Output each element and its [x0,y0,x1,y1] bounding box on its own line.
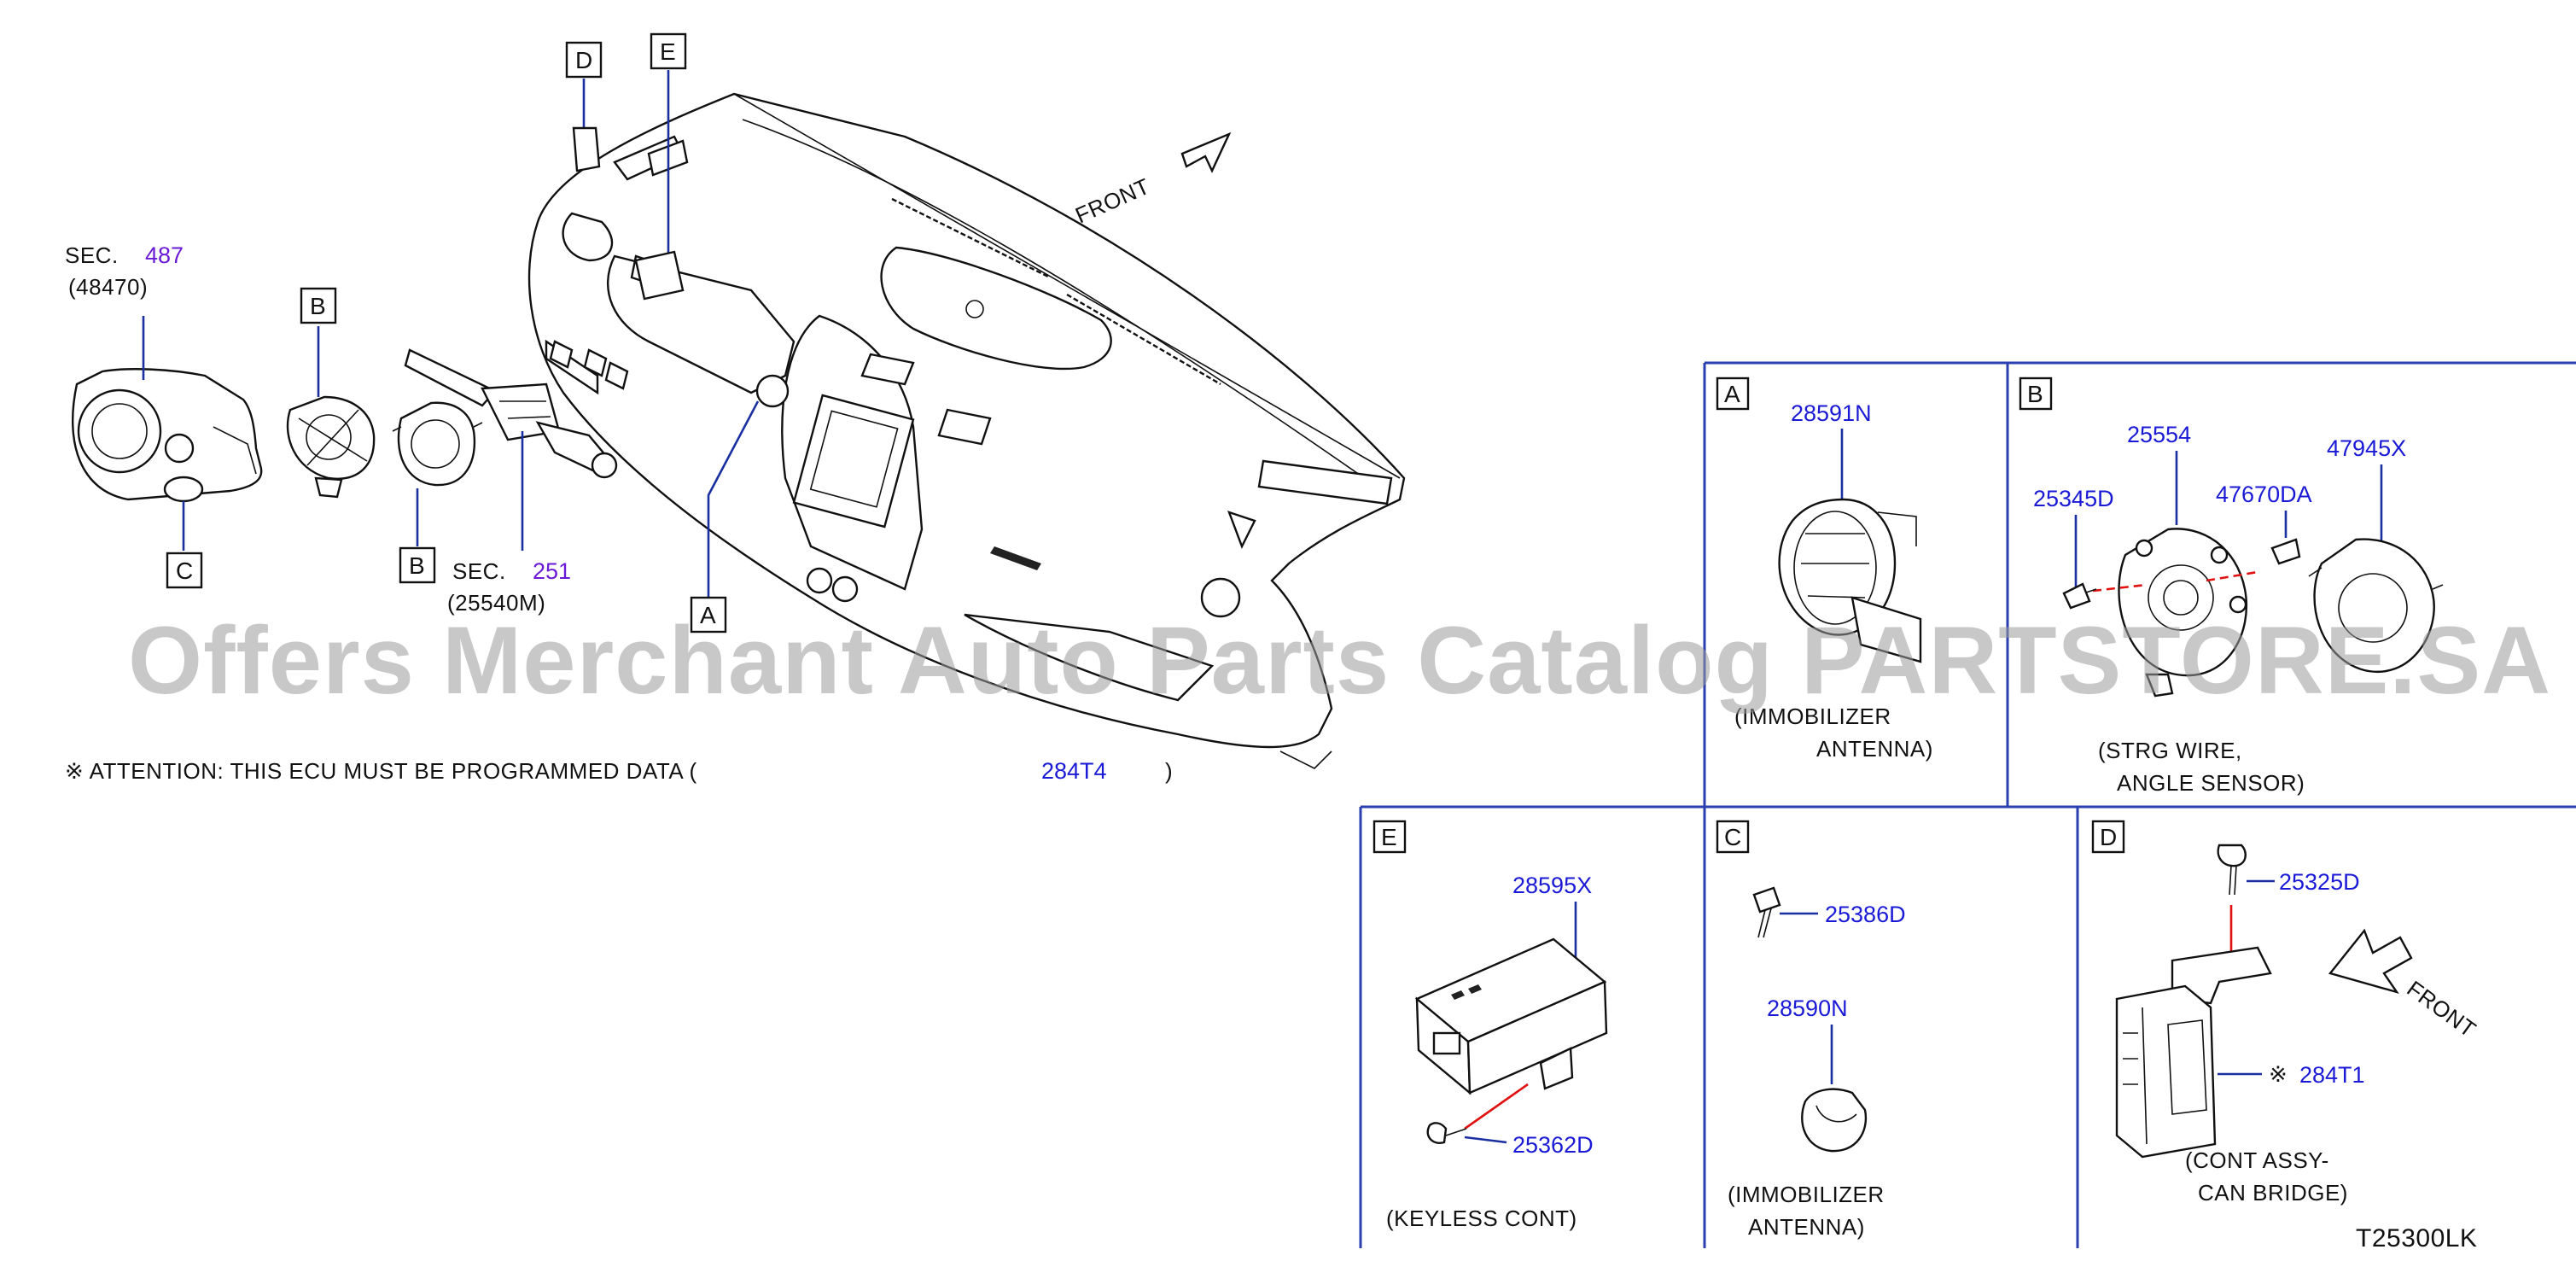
part-284t1-mark: ※ [2269,1061,2288,1087]
panel-a-letter-box [1716,377,1750,411]
part-28591n[interactable]: 28591N [1791,400,1872,426]
part-25345d[interactable]: 25345D [2033,486,2114,511]
panel-e: E 28595X 25362D (KEYLESS CONT) [1373,820,1608,1231]
panel-b: B 25554 25345D 47670DA 47945X [2019,377,2444,796]
part-47670da[interactable]: 47670DA [2216,482,2312,507]
panel-grid [1359,361,2576,1248]
panel-d-caption-1: (CONT ASSY- [2185,1147,2329,1173]
sec487-link[interactable]: 487 [145,242,184,268]
can-bridge-illustration [2115,946,2272,1159]
leader-callout-a [707,400,760,598]
callout-e-box [650,32,687,70]
panel-c: C 25386D 28590N (IMMOBILIZER ANTENNA) [1716,820,1906,1240]
front-arrow-icon [1180,131,1232,173]
panel-c-caption-1: (IMMOBILIZER [1728,1182,1885,1207]
watermark: Offers Merchant Auto Parts Catalog PARTS… [128,607,2551,714]
panel-d-front-label: FRONT [2402,976,2480,1042]
panel-c-letter-box [1716,820,1750,854]
bolt-25386d-icon [1752,886,1781,938]
column-cover-illustration [71,368,263,503]
sec251-prefix: SEC. [452,558,506,584]
part-25554[interactable]: 25554 [2127,422,2191,447]
panel-d-caption-2: CAN BRIDGE) [2198,1180,2348,1206]
panel-c-letter: C [1724,824,1741,850]
callout-a[interactable]: A [700,602,716,628]
attention-text: ※ ATTENTION: THIS ECU MUST BE PROGRAMMED… [65,758,697,784]
part-25386d[interactable]: 25386D [1825,902,1906,927]
panel-c-caption-2: ANTENNA) [1748,1214,1865,1240]
screw-25325d-icon [2217,844,2247,896]
part-284t1[interactable]: 284T1 [2299,1062,2365,1088]
callout-a-box [690,596,727,634]
sec487-prefix: SEC. [65,242,119,268]
sec487-code: (48470) [68,274,148,300]
panel-a-letter: A [1724,381,1740,407]
angle-sensor-b-illustration [2308,538,2444,673]
panel-a: A 28591N (IMMOBILIZER ANTENNA) [1716,377,1933,762]
panel-a-caption-1: (IMMOBILIZER [1734,704,1891,729]
strg-wire-illustration [286,395,376,499]
leader-25362d [1464,1136,1507,1144]
sec251-code: (25540M) [447,590,545,616]
callout-b2[interactable]: B [409,552,425,579]
callout-b1[interactable]: B [310,293,326,319]
combination-switch-illustration [404,348,618,479]
panel-b-letter-box [2019,377,2053,411]
callout-d[interactable]: D [575,47,592,73]
panel-e-caption: (KEYLESS CONT) [1386,1206,1577,1231]
clip-47670da-icon [2270,538,2301,565]
front-label: FRONT [1071,173,1153,229]
keyless-cont-illustration [1414,937,1608,1130]
callout-c-box [166,552,203,589]
panel-b-caption-2: ANGLE SENSOR) [2117,770,2305,796]
immobilizer-antenna-a-illustration [1778,498,1922,663]
callout-d-box [565,41,603,79]
panel-b-letter: B [2027,381,2043,407]
panel-b-caption-1: (STRG WIRE, [2098,738,2242,763]
part-25362d[interactable]: 25362D [1512,1132,1594,1158]
can-bridge-small [572,126,601,172]
panel-e-letter: E [1381,824,1397,850]
callout-b1-box [300,287,337,324]
screw-25362d-icon [1426,1122,1467,1144]
instrument-panel-illustration [527,92,1406,769]
callout-e[interactable]: E [660,38,676,65]
attention-close: ) [1165,758,1173,784]
callout-c[interactable]: C [176,558,193,584]
main-assembly: SEC. 487 (48470) C B B [65,32,1406,784]
panel-d-letter-box [2091,820,2125,854]
callout-b2-box [399,546,436,584]
keyless-cont-small [634,250,685,301]
immobilizer-antenna-c-illustration [1801,1088,1868,1153]
panel-d-front-arrow-icon [2328,928,2413,995]
panel-d-letter: D [2100,824,2117,850]
angle-sensor-illustration [392,401,483,487]
part-28595x[interactable]: 28595X [1512,873,1592,898]
strg-wire-b-illustration [2092,528,2258,698]
part-47945x[interactable]: 47945X [2327,435,2406,461]
screw-25345d-icon [2062,582,2097,610]
part-28590n[interactable]: 28590N [1767,996,1848,1021]
diagram-code: T25300LK [2356,1224,2477,1252]
part-25325d[interactable]: 25325D [2279,869,2360,895]
panel-e-letter-box [1373,820,1407,854]
attention-link-284t4[interactable]: 284T4 [1041,758,1107,784]
panel-d: D 25325D ※ 284T1 FRONT (CONT ASSY- CAN B… [2091,820,2481,1206]
panel-a-caption-2: ANTENNA) [1816,736,1933,762]
sec251-link[interactable]: 251 [533,558,571,584]
